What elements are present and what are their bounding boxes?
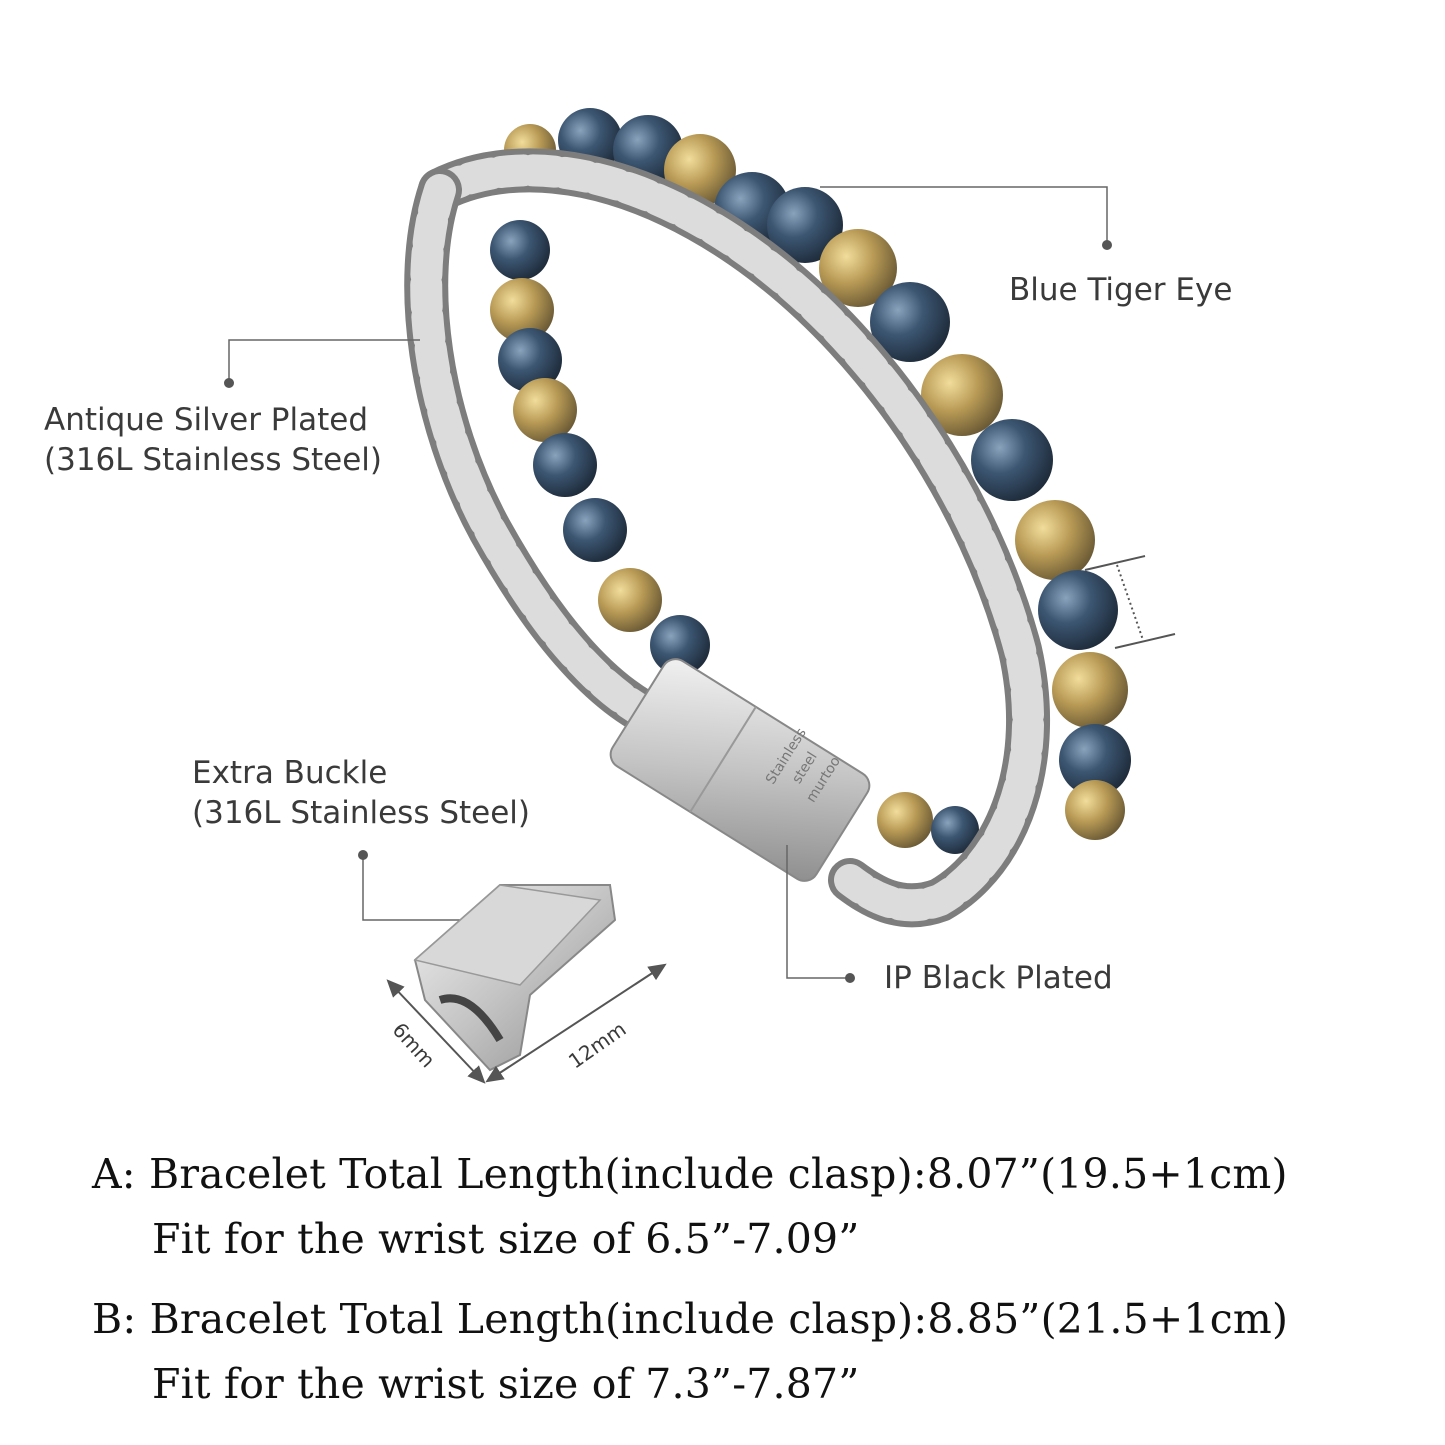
chain — [404, 148, 1051, 928]
bead-strand — [490, 108, 1131, 854]
gold-bead — [1065, 780, 1125, 840]
blue-bead — [1059, 724, 1131, 796]
gold-bead — [598, 568, 662, 632]
callout-dots — [224, 240, 1112, 983]
gold-bead — [819, 229, 897, 307]
gold-bead — [921, 354, 1003, 436]
extra-buckle — [386, 884, 667, 1084]
blue-bead — [533, 433, 597, 497]
callout-ip-black: IP Black Plated — [884, 960, 1113, 996]
blue-bead — [971, 419, 1053, 501]
gold-bead — [490, 278, 554, 342]
blue-bead — [767, 187, 843, 263]
blue-bead — [650, 615, 710, 675]
blue-bead — [931, 806, 979, 854]
spec-a-line1: A: Bracelet Total Length(include clasp):… — [92, 1150, 1288, 1198]
gold-bead — [1052, 652, 1128, 728]
bead-size-marker — [1084, 555, 1176, 649]
clasp — [609, 658, 871, 882]
callout-blue-tiger-eye: Blue Tiger Eye — [1009, 272, 1233, 308]
callout-extra-buckle-line2: (316L Stainless Steel) — [192, 795, 531, 831]
blue-bead — [490, 220, 550, 280]
blue-bead — [870, 282, 950, 362]
spec-b-line1: B: Bracelet Total Length(include clasp):… — [92, 1295, 1289, 1343]
callout-extra-buckle-line1: Extra Buckle — [192, 755, 388, 791]
spec-b-line2: Fit for the wrist size of 7.3”-7.87” — [152, 1360, 860, 1408]
callout-extra-buckle: Extra Buckle (316L Stainless Steel) — [192, 753, 530, 833]
gold-bead — [1015, 500, 1095, 580]
callout-antique-silver-line1: Antique Silver Plated — [44, 402, 369, 438]
gold-bead — [877, 792, 933, 848]
callout-antique-silver: Antique Silver Plated (316L Stainless St… — [44, 400, 382, 480]
blue-bead — [563, 498, 627, 562]
blue-bead — [1038, 570, 1118, 650]
blue-bead — [498, 328, 562, 392]
callout-antique-silver-line2: (316L Stainless Steel) — [44, 442, 383, 478]
gold-bead — [513, 378, 577, 442]
spec-a-line2: Fit for the wrist size of 6.5”-7.09” — [152, 1215, 860, 1263]
callout-lines — [228, 186, 1108, 979]
